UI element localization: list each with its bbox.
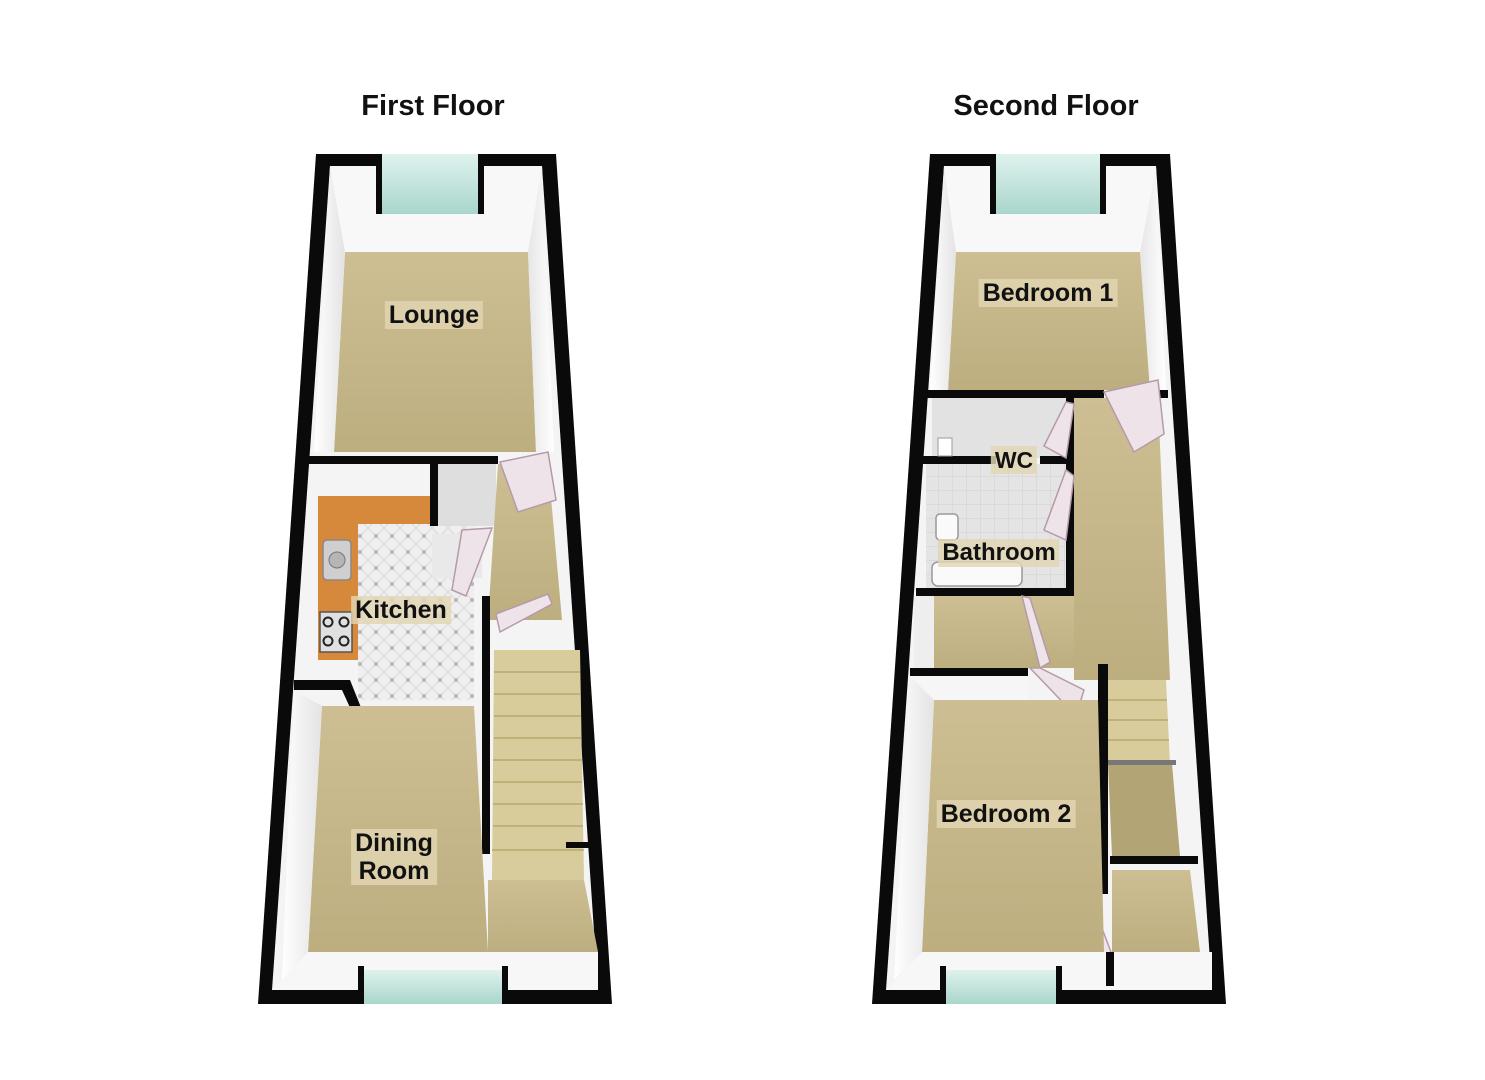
store-floor: [914, 596, 1074, 668]
staircase: [492, 650, 584, 880]
door-icon: [499, 451, 557, 513]
stair-banister: [482, 596, 490, 854]
bedroom-2-left-wall: [894, 676, 934, 980]
hall-lower-floor: [488, 880, 598, 952]
landing-floor: [1074, 398, 1170, 680]
bedroom-2-window: [946, 970, 1056, 1004]
dining-left-wall: [282, 690, 322, 980]
room-label-kitchen: Kitchen: [351, 596, 451, 624]
bedroom-1-left-wall: [930, 166, 956, 390]
door-icon: [1020, 594, 1051, 670]
room-label-lounge: Lounge: [384, 301, 484, 329]
bedroom-1-window: [996, 154, 1100, 214]
lounge-floor: [334, 252, 536, 452]
second-floor-plan: [872, 154, 1226, 1004]
bedroom-2-wall: [910, 668, 1028, 676]
door-icon: [1043, 401, 1075, 460]
room-label-dining-room: Dining Room: [351, 829, 437, 885]
dining-window: [364, 970, 502, 1004]
room-label-bedroom-1: Bedroom 1: [978, 279, 1118, 307]
second-floor-title: Second Floor: [953, 90, 1139, 122]
bedroom-1-wall: [924, 390, 1104, 398]
bedroom-1-right-wall: [1140, 166, 1166, 390]
stair-treads: [492, 671, 584, 851]
first-floor-title: First Floor: [361, 90, 505, 122]
door-icon: [495, 593, 553, 634]
lounge-right-wall: [528, 166, 554, 452]
kitchen-cupboard: [432, 464, 496, 526]
hall-lower-floor: [1112, 870, 1200, 952]
door-icon: [1102, 379, 1165, 454]
bedroom-2-back-wall: [910, 676, 1028, 700]
basin-icon: [935, 513, 959, 541]
lounge-kitchen-wall: [308, 456, 498, 464]
stair-treads: [1108, 699, 1169, 741]
stair-void: [1108, 764, 1180, 856]
door-icon: [1043, 468, 1075, 542]
staircase: [1108, 680, 1170, 764]
room-label-bathroom: Bathroom: [938, 539, 1060, 567]
door-icon: [451, 527, 494, 597]
lounge-left-wall: [314, 166, 345, 452]
room-label-wc: WC: [990, 446, 1038, 474]
kitchen-dining-wall: [294, 680, 362, 712]
room-label-bedroom-2: Bedroom 2: [936, 800, 1076, 828]
lounge-window: [382, 154, 478, 214]
bedroom-1-floor: [948, 252, 1150, 390]
